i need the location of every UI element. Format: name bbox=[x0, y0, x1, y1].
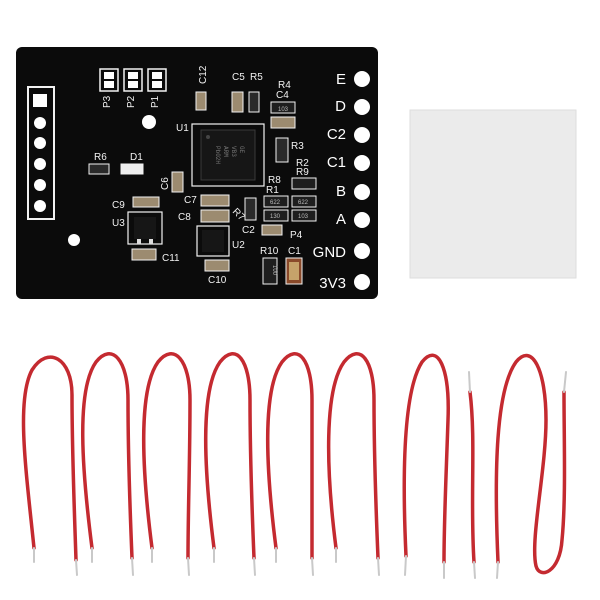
label-r8: R8 bbox=[268, 175, 281, 186]
pin-label-3v3: 3V3 bbox=[319, 275, 346, 292]
pin-pad bbox=[354, 155, 370, 171]
wire bbox=[266, 352, 314, 576]
label-u2: U2 bbox=[232, 240, 245, 251]
pin-pad bbox=[354, 127, 370, 143]
pin-label-d: D bbox=[335, 98, 346, 115]
pin-label-c2: C2 bbox=[327, 126, 346, 143]
pin-header-right: E D C2 C1 B A GND 3V3 bbox=[313, 71, 370, 292]
label-r9: R9 bbox=[296, 167, 309, 178]
chip-marking: ARM bbox=[222, 146, 229, 157]
pin-label-b: B bbox=[336, 183, 346, 200]
pin-pad bbox=[354, 274, 370, 290]
wire bbox=[494, 353, 567, 579]
mounting-hole bbox=[68, 234, 80, 246]
label-c7: C7 bbox=[184, 195, 197, 206]
pin-label-e: E bbox=[336, 71, 346, 88]
label-c10: C10 bbox=[208, 275, 227, 286]
jumper-pads bbox=[99, 68, 167, 92]
resistor-code: 100 bbox=[271, 265, 277, 276]
pin-label-a: A bbox=[336, 211, 346, 228]
label-r4: R4 bbox=[278, 80, 291, 91]
label-r6: R6 bbox=[94, 152, 107, 163]
label-r5: R5 bbox=[250, 72, 263, 83]
pin-pad bbox=[354, 243, 370, 259]
pcb-board: P3 P2 P1 C12 C5 R5 R4 C4 103 U1 Pb02H AR… bbox=[16, 47, 378, 299]
label-c6: C6 bbox=[160, 177, 171, 190]
label-p3: P3 bbox=[102, 95, 113, 108]
u1-chip: Pb02H ARM VB3 GE bbox=[191, 123, 265, 187]
pin-pad bbox=[354, 99, 370, 115]
label-d1: D1 bbox=[130, 152, 143, 163]
chip-marking: GE bbox=[238, 146, 245, 154]
thermal-pad-sticker bbox=[409, 109, 577, 279]
label-c4: C4 bbox=[276, 90, 289, 101]
wire bbox=[402, 353, 450, 579]
label-r2: R2 bbox=[296, 158, 309, 169]
label-r1: R1 bbox=[266, 185, 279, 196]
wire-group bbox=[21, 352, 567, 579]
label-p4: P4 bbox=[290, 230, 303, 241]
label-c5: C5 bbox=[232, 72, 245, 83]
chip-marking: Pb02H bbox=[214, 146, 221, 164]
label-c9: C9 bbox=[112, 200, 125, 211]
u3-regulator bbox=[127, 211, 163, 245]
pin-label-c1: C1 bbox=[327, 154, 346, 171]
wire bbox=[81, 352, 134, 576]
u2-regulator bbox=[196, 225, 230, 257]
wire bbox=[468, 371, 476, 579]
label-r10: R10 bbox=[260, 246, 279, 257]
resistor-code: 103 bbox=[298, 214, 309, 220]
label-c8: C8 bbox=[178, 212, 191, 223]
label-u3: U3 bbox=[112, 218, 125, 229]
label-c2: C2 bbox=[242, 225, 255, 236]
label-c12: C12 bbox=[198, 65, 209, 84]
label-u1: U1 bbox=[176, 123, 189, 134]
label-c1: C1 bbox=[288, 246, 301, 257]
mounting-hole bbox=[142, 115, 156, 129]
wire bbox=[204, 352, 256, 576]
label-c11: C11 bbox=[162, 253, 180, 264]
resistor-code: 103 bbox=[278, 107, 289, 113]
wire bbox=[326, 352, 380, 576]
resistor-code: 622 bbox=[270, 200, 281, 206]
resistor-code: 130 bbox=[270, 214, 281, 220]
label-p2: P2 bbox=[126, 95, 137, 108]
label-p1: P1 bbox=[150, 95, 161, 108]
label-r3: R3 bbox=[291, 141, 304, 152]
pin-label-gnd: GND bbox=[313, 244, 347, 261]
pin-pad bbox=[354, 212, 370, 228]
pin-pad bbox=[354, 184, 370, 200]
wire bbox=[142, 352, 192, 576]
resistor-code: 622 bbox=[298, 200, 309, 206]
pin-pad bbox=[354, 71, 370, 87]
chip-marking: VB3 bbox=[230, 146, 237, 157]
left-pin-header bbox=[27, 86, 55, 220]
wire bbox=[21, 355, 78, 576]
